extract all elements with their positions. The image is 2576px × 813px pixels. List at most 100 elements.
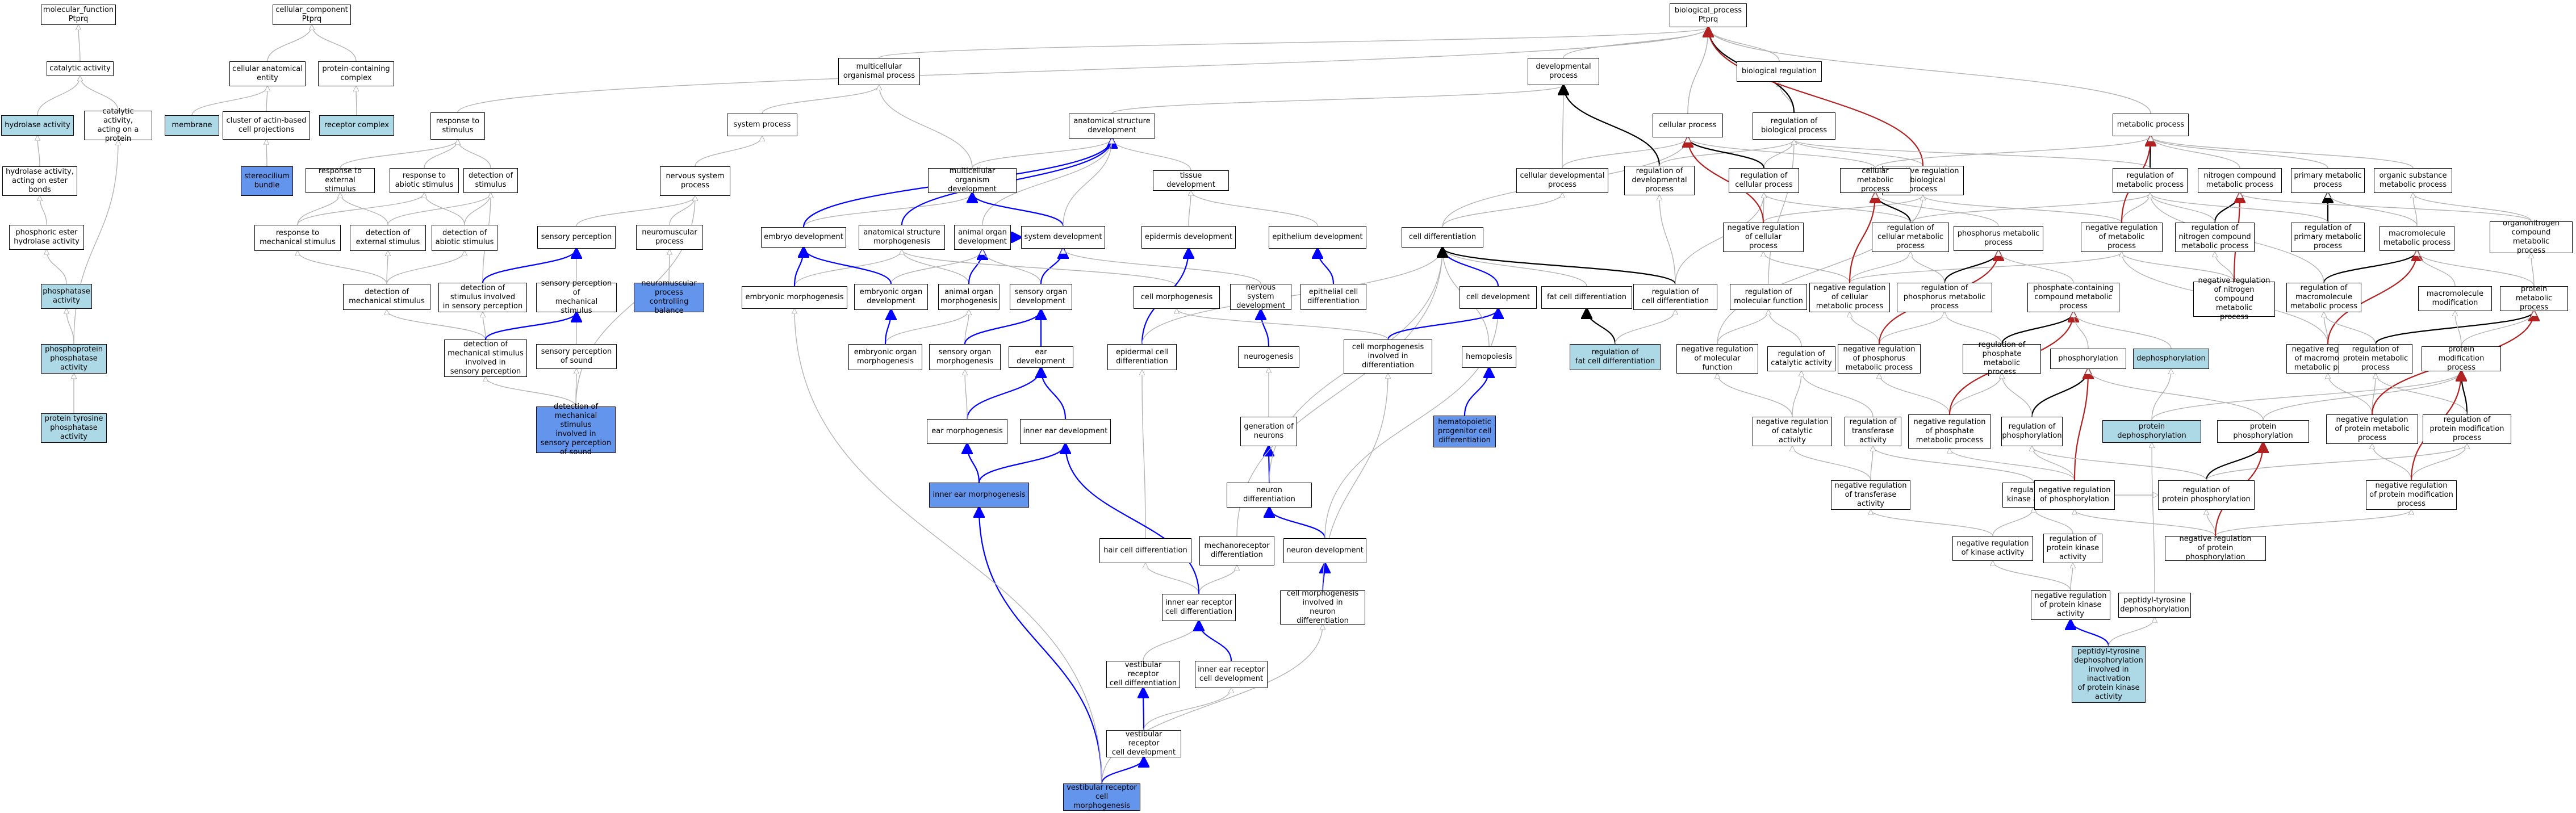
node-peptidyl-tyrosine-dephosphorylation[interactable]: peptidyl-tyrosine dephosphorylation (2118, 593, 2191, 618)
node-protein-modification-process[interactable]: protein modification process (2422, 345, 2501, 372)
node-mechanoreceptor-differentiation[interactable]: mechanoreceptor differentiation (1199, 536, 1274, 565)
node-inner-ear-receptor-differentiation[interactable]: inner ear receptor cell differentiation (1162, 594, 1236, 621)
node-catalytic-activity-on-protein[interactable]: catalytic activity, acting on a protein (84, 107, 152, 143)
node-multicellular-organismal-process[interactable]: multicellular organismal process (838, 58, 920, 85)
node-system-development[interactable]: system development (1021, 226, 1105, 249)
node-ear-development[interactable]: ear development (1009, 346, 1073, 368)
node-metabolic-process[interactable]: metabolic process (2113, 114, 2189, 136)
node-regulation-protein-phosphorylation[interactable]: regulation of protein phosphorylation (2158, 480, 2255, 510)
node-detection-mechanical-sensory[interactable]: detection of mechanical stimulus involve… (444, 340, 527, 377)
node-regulation-biological-process[interactable]: regulation of biological process (1753, 112, 1835, 140)
node-negative-regulation-protein-metabolic-process[interactable]: negative regulation of protein metabolic… (2326, 414, 2418, 444)
node-regulation-metabolic-process[interactable]: regulation of metabolic process (2113, 168, 2188, 193)
node-inner-ear-receptor-development[interactable]: inner ear receptor cell development (1195, 661, 1268, 688)
node-membrane[interactable]: membrane (165, 115, 219, 136)
node-cellular-component[interactable]: cellular_component Ptprq (273, 5, 351, 25)
node-hydrolase-activity[interactable]: hydrolase activity (1, 115, 74, 136)
node-multicellular-organism-development[interactable]: multicellular organism development (928, 167, 1017, 194)
node-protein-dephosphorylation[interactable]: protein dephosphorylation (2102, 420, 2201, 443)
node-protein-containing-complex[interactable]: protein-containing complex (318, 61, 394, 86)
node-sensory-perception-sound[interactable]: sensory perception of sound (536, 344, 617, 369)
node-response-external-stimulus[interactable]: response to external stimulus (306, 167, 375, 194)
node-epidermis-development[interactable]: epidermis development (1141, 226, 1236, 249)
node-epithelial-cell-differentiation[interactable]: epithelial cell differentiation (1300, 284, 1366, 310)
node-regulation-protein-modification[interactable]: regulation of protein modification proce… (2423, 414, 2511, 444)
node-receptor-complex[interactable]: receptor complex (319, 115, 394, 136)
node-negative-regulation-phosphate-metabolic-process[interactable]: negative regulation of phosphate metabol… (1908, 414, 1991, 449)
node-animal-organ-development[interactable]: animal organ development (954, 225, 1011, 250)
node-inner-ear-morphogenesis[interactable]: inner ear morphogenesis (929, 483, 1029, 508)
node-negative-regulation-protein-modification[interactable]: negative regulation of protein modificat… (2366, 480, 2457, 510)
node-detection-of-stimulus[interactable]: detection of stimulus (463, 168, 518, 193)
node-detection-external-stimulus[interactable]: detection of external stimulus (350, 225, 426, 251)
node-negative-regulation-phosphorylation[interactable]: negative regulation of phosphorylation (2034, 480, 2115, 510)
node-developmental-process[interactable]: developmental process (1528, 58, 1599, 85)
node-neurogenesis[interactable]: neurogenesis (1238, 346, 1299, 368)
node-cellular-anatomical-entity[interactable]: cellular anatomical entity (229, 61, 306, 86)
node-regulation-fat-cell-differentiation[interactable]: regulation of fat cell differentiation (1570, 344, 1661, 370)
node-phosphoprotein-phosphatase[interactable]: phosphoprotein phosphatase activity (41, 344, 107, 374)
node-anatomical-structure-morphogenesis[interactable]: anatomical structure morphogenesis (859, 225, 945, 250)
node-regulation-phosphate-metabolic-process[interactable]: regulation of phosphate metabolic proces… (1963, 341, 2041, 376)
node-generation-of-neurons[interactable]: generation of neurons (1240, 417, 1297, 446)
node-negative-regulation-molecular-function[interactable]: negative regulation of molecular functio… (1676, 344, 1758, 374)
node-system-process[interactable]: system process (727, 114, 797, 136)
node-detection-mechanical-stimulus[interactable]: detection of mechanical stimulus (343, 284, 430, 310)
node-negative-regulation-kinase-activity[interactable]: negative regulation of kinase activity (1952, 536, 2033, 561)
node-biological-process[interactable]: biological_process Ptprq (1670, 3, 1747, 27)
node-neuromuscular-process[interactable]: neuromuscular process (636, 225, 703, 250)
node-neuromuscular-balance[interactable]: neuromuscular process controlling balanc… (634, 279, 704, 315)
node-response-abiotic-stimulus[interactable]: response to abiotic stimulus (390, 168, 459, 193)
node-regulation-protein-kinase-activity[interactable]: regulation of protein kinase activity (2043, 534, 2102, 563)
node-vestibular-receptor-differentiation[interactable]: vestibular receptor cell differentiation (1106, 661, 1180, 688)
node-phosphorylation[interactable]: phosphorylation (2050, 349, 2126, 369)
node-molecular-function[interactable]: molecular_function Ptprq (41, 5, 116, 25)
node-regulation-molecular-function[interactable]: regulation of molecular function (1730, 284, 1807, 310)
node-regulation-cellular-metabolic-process[interactable]: regulation of cellular metabolic process (1872, 223, 1949, 252)
node-dephosphorylation[interactable]: dephosphorylation (2133, 349, 2209, 369)
node-hemopoiesis[interactable]: hemopoiesis (1462, 346, 1516, 368)
node-cellular-metabolic-process[interactable]: cellular metabolic process (1840, 167, 1910, 194)
node-animal-organ-morphogenesis[interactable]: animal organ morphogenesis (938, 284, 1000, 310)
node-sensory-perception[interactable]: sensory perception (537, 226, 616, 249)
node-protein-tyrosine-phosphatase[interactable]: protein tyrosine phosphatase activity (41, 413, 107, 443)
node-neuron-differentiation[interactable]: neuron differentiation (1227, 483, 1312, 508)
node-sensory-organ-development[interactable]: sensory organ development (1010, 284, 1072, 310)
node-vestibular-receptor-morphogenesis[interactable]: vestibular receptor cell morphogenesis (1063, 783, 1140, 811)
node-embryonic-morphogenesis[interactable]: embryonic morphogenesis (742, 286, 847, 309)
node-catalytic-activity[interactable]: catalytic activity (47, 61, 114, 76)
node-phosphate-containing-compound[interactable]: phosphate-containing compound metabolic … (2027, 283, 2119, 312)
node-regulation-macromolecule-metabolic-process[interactable]: regulation of macromolecule metabolic pr… (2286, 283, 2361, 312)
node-embryonic-organ-development[interactable]: embryonic organ development (854, 284, 928, 310)
node-detection-mechanical-sound[interactable]: detection of mechanical stimulus involve… (536, 403, 616, 456)
node-hydrolase-ester-bonds[interactable]: hydrolase activity, acting on ester bond… (2, 166, 77, 196)
node-negative-regulation-protein-kinase-activity[interactable]: negative regulation of protein kinase ac… (2031, 590, 2110, 620)
node-hair-cell-differentiation[interactable]: hair cell differentiation (1099, 538, 1191, 563)
node-sensory-organ-morphogenesis[interactable]: sensory organ morphogenesis (929, 344, 1001, 370)
node-protein-metabolic-process[interactable]: protein metabolic process (2500, 285, 2568, 312)
node-primary-metabolic-process[interactable]: primary metabolic process (2291, 168, 2365, 193)
node-fat-cell-differentiation[interactable]: fat cell differentiation (1541, 286, 1632, 309)
node-cell-morphogenesis-neuron[interactable]: cell morphogenesis involved in neuron di… (1280, 589, 1365, 625)
node-ear-morphogenesis[interactable]: ear morphogenesis (927, 419, 1007, 444)
node-negative-regulation-catalytic-activity[interactable]: negative regulation of catalytic activit… (1753, 417, 1832, 446)
node-cell-morphogenesis[interactable]: cell morphogenesis (1134, 286, 1220, 309)
node-regulation-transferase-activity[interactable]: regulation of transferase activity (1845, 417, 1901, 446)
node-phosphorus-metabolic-process[interactable]: phosphorus metabolic process (1954, 226, 2043, 251)
node-hematopoietic-differentiation[interactable]: hematopoietic progenitor cell differenti… (1433, 416, 1496, 447)
node-negative-regulation-metabolic-process[interactable]: negative regulation of metabolic process (2081, 223, 2163, 252)
node-cellular-developmental-process[interactable]: cellular developmental process (1516, 168, 1608, 193)
node-regulation-cellular-process[interactable]: regulation of cellular process (1729, 168, 1799, 193)
node-response-to-stimulus[interactable]: response to stimulus (430, 112, 485, 140)
node-vestibular-receptor-development[interactable]: vestibular receptor cell development (1106, 730, 1181, 757)
node-cell-differentiation[interactable]: cell differentiation (1402, 227, 1483, 248)
node-tissue-development[interactable]: tissue development (1153, 170, 1229, 191)
node-macromolecule-metabolic-process[interactable]: macromolecule metabolic process (2380, 226, 2454, 251)
node-negative-regulation-phosphorus-metabolic-process[interactable]: negative regulation of phosphorus metabo… (1838, 344, 1921, 374)
node-organic-substance-metabolic-process[interactable]: organic substance metabolic process (2374, 168, 2452, 193)
node-embryonic-organ-morphogenesis[interactable]: embryonic organ morphogenesis (848, 344, 922, 370)
node-regulation-nitrogen-compound[interactable]: regulation of nitrogen compound metaboli… (2175, 223, 2255, 252)
node-embryo-development[interactable]: embryo development (761, 227, 846, 248)
node-phosphoric-ester-hydrolase[interactable]: phosphoric ester hydrolase activity (9, 225, 84, 250)
node-peptidyl-tyrosine-dephosphorylation-inactivation[interactable]: peptidyl-tyrosine dephosphorylation invo… (2072, 646, 2146, 703)
